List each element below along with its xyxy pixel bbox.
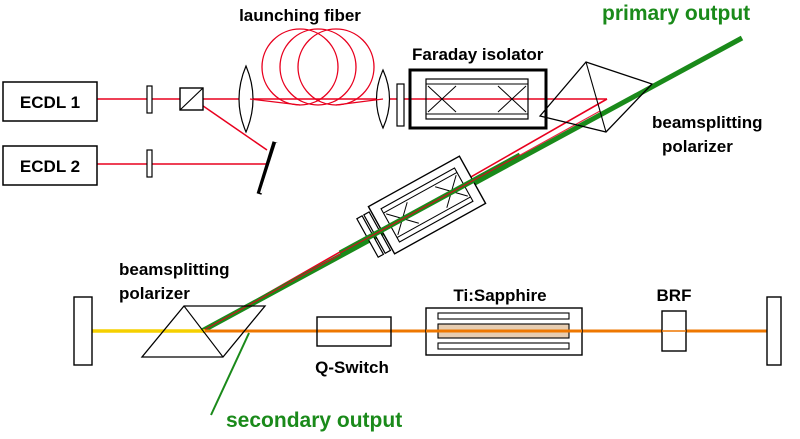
ti-sapphire-rail-bottom [437, 342, 570, 350]
faraday-inner-top [425, 78, 529, 120]
q-switch-box [316, 316, 392, 347]
faraday-outer-top [408, 68, 548, 130]
ecdl-1-label: ECDL 1 [20, 93, 80, 112]
tilted-faraday-rod-top [383, 171, 458, 214]
bsp-bottom [140, 305, 267, 358]
red-beam-cube-to-mirror [192, 98, 268, 151]
cavity-mirror-right [766, 296, 782, 366]
bsp-bottom-label-2: polarizer [119, 284, 190, 303]
fiber-coil-1 [261, 28, 339, 106]
waveplate-1 [146, 85, 153, 114]
beamsplitter-cube-diagonal [179, 87, 204, 111]
secondary-output-label: secondary output [226, 409, 402, 432]
cavity-mirror-left [73, 296, 93, 366]
ecdl-1: ECDL 1 [2, 81, 98, 122]
ecdl-2-label: ECDL 2 [20, 157, 80, 176]
faraday-cross-b [427, 85, 457, 113]
waveplate-2 [146, 149, 153, 178]
ti-sapphire-label: Ti:Sapphire [453, 286, 546, 305]
bsp-top [538, 61, 654, 133]
bsp-top-diagonal [585, 61, 607, 133]
fiber-lead-in [249, 98, 301, 106]
top-path-optics [146, 64, 405, 195]
brf-label: BRF [657, 286, 692, 305]
fiber-coil-3 [297, 28, 375, 106]
fiber-lead-out [335, 98, 384, 106]
faraday-isolator-label: Faraday isolator [412, 45, 544, 64]
green-beam-secondary [210, 332, 250, 416]
faraday-cross-d [497, 85, 527, 113]
bsp-bottom-diagonal [183, 305, 224, 358]
lens-1 [238, 64, 254, 134]
bsp-top-label-2: polarizer [662, 137, 733, 156]
launching-fiber [249, 28, 384, 106]
launching-fiber-label: launching fiber [239, 6, 361, 25]
faraday-isolator-top [408, 68, 548, 130]
ecdl-2-box [2, 145, 98, 186]
ti-sapphire-rail-top [437, 312, 570, 320]
bsp-bottom-label-1: beamsplitting [119, 260, 230, 279]
primary-output-label: primary output [602, 2, 750, 25]
red-beam-overlay [339, 154, 521, 254]
steering-mirror-face [260, 142, 278, 194]
tilted-faraday-rod-bottom [396, 196, 471, 239]
steering-mirror [256, 141, 278, 195]
q-switch-label: Q-Switch [315, 358, 389, 377]
bsp-top-label-1: beamsplitting [652, 113, 763, 132]
bsp-top-shape [538, 61, 654, 133]
ecdl-1-box [2, 81, 98, 122]
ecdl-2: ECDL 2 [2, 145, 98, 186]
fiber-coil-2 [279, 28, 357, 106]
waveplate-3 [396, 83, 405, 127]
